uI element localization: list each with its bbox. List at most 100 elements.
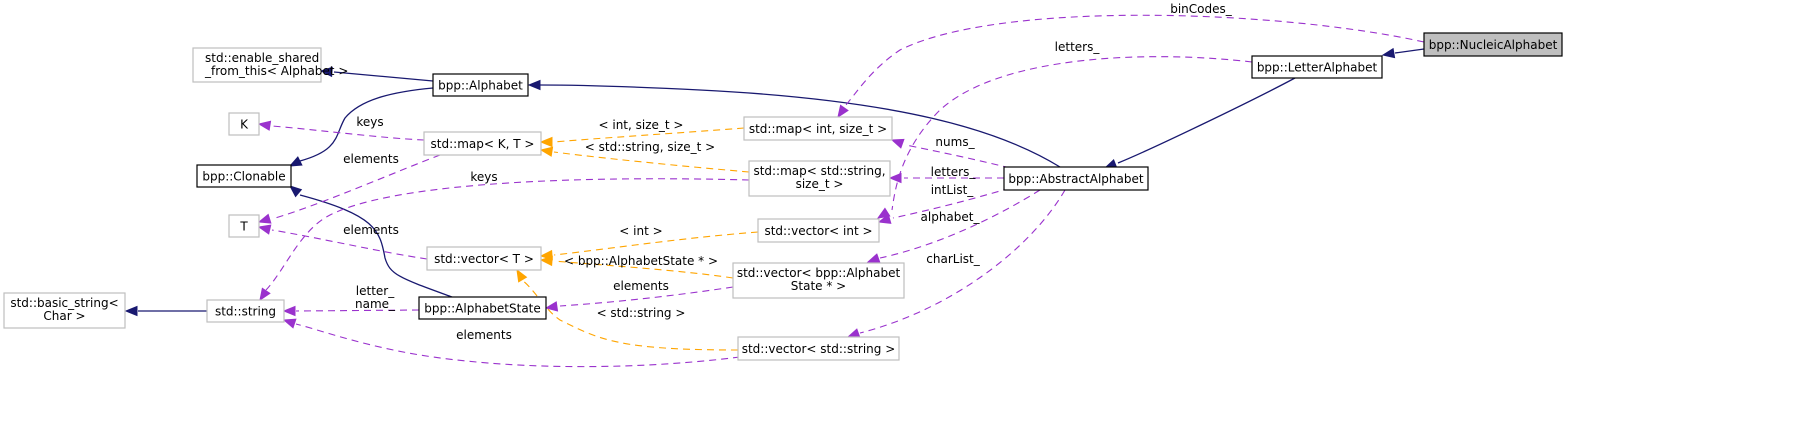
edge-abstract-to-alphabet-arrowhead xyxy=(527,79,541,91)
edge-vecstring-elements-string xyxy=(295,323,741,368)
node-alphabet-state[interactable]: bpp::AlphabetState xyxy=(418,296,547,320)
edge-mapstring-keys-string-arrowhead xyxy=(259,287,271,302)
edge-letter-to-abstract xyxy=(1117,77,1296,164)
node-clonable[interactable]: bpp::Clonable xyxy=(196,164,292,188)
node-enable-shared: std::enable_shared_from_this< Alphabet > xyxy=(192,47,348,83)
node-box xyxy=(228,112,260,136)
edge-vecstate-tpl xyxy=(553,260,734,279)
edge-label-elements-state: elements xyxy=(613,279,669,293)
node-box[interactable] xyxy=(1003,166,1149,191)
node-box[interactable] xyxy=(1423,32,1563,57)
node-vector-state: std::vector< bpp::AlphabetState * > xyxy=(732,262,905,299)
edge-label-tpl-state-ptr: < bpp::AlphabetState * > xyxy=(564,254,718,268)
node-label: std::map< int, size_t > xyxy=(749,122,887,136)
edge-state-letter-name-arrowhead xyxy=(282,305,296,317)
edge-vecint-tpl xyxy=(553,231,759,256)
edge-abstract-intList-arrowhead xyxy=(877,213,892,224)
node-alphabet[interactable]: bpp::Alphabet xyxy=(432,73,529,97)
node-label: std::map< std::string, xyxy=(753,164,885,178)
node-string: std::string xyxy=(206,299,285,323)
edge-label-keys-K: keys xyxy=(356,115,383,129)
edge-abstract-nums xyxy=(905,144,1011,169)
edge-nucleic-to-letter xyxy=(1394,48,1425,54)
node-box xyxy=(423,131,542,156)
node-label[interactable]: bpp::AbstractAlphabet xyxy=(1008,172,1143,186)
node-box xyxy=(757,218,880,243)
edge-label-letters-top: letters_ xyxy=(1055,40,1101,54)
edge-state-letter-name xyxy=(295,309,420,312)
node-box xyxy=(192,47,322,83)
edge-label-tpl-string: < std::string > xyxy=(597,306,686,320)
edge-mapint-tpl xyxy=(553,127,745,143)
node-box xyxy=(228,214,260,238)
node-label: _from_this< Alphabet > xyxy=(204,64,348,78)
edge-map-elements-T xyxy=(271,154,441,220)
node-box[interactable] xyxy=(418,296,547,320)
edge-mapstring-keys-string xyxy=(265,178,750,291)
node-label[interactable]: bpp::Alphabet xyxy=(438,79,523,93)
edge-label-intList: intList_ xyxy=(931,183,975,197)
node-label[interactable]: bpp::NucleicAlphabet xyxy=(1429,38,1558,52)
edge-abstract-alphabet xyxy=(879,189,1041,259)
edge-alphabet-to-clonable xyxy=(299,87,434,162)
node-vector-T: std::vector< T > xyxy=(426,246,542,271)
edge-alphabet-to-clonable-arrowhead xyxy=(288,156,303,167)
node-box xyxy=(737,336,900,361)
edge-string-to-basic-arrowhead xyxy=(124,305,138,317)
edge-label-tpl-string-size: < std::string, size_t > xyxy=(585,140,715,154)
node-label: K xyxy=(240,118,249,132)
edge-alphabet-to-enable-arrowhead xyxy=(319,66,333,78)
node-label: size_t > xyxy=(796,177,844,191)
edge-vector-elements-T-arrowhead xyxy=(257,224,272,235)
edge-mapstring-tpl xyxy=(553,151,750,173)
edge-label-elements-T-vec: elements xyxy=(343,223,399,237)
edge-vecstate-elements-state xyxy=(559,286,734,307)
edge-abstract-nums-arrowhead xyxy=(890,138,905,149)
node-nucleic[interactable]: bpp::NucleicAlphabet xyxy=(1423,32,1563,57)
edge-map-elements-T-arrowhead xyxy=(257,213,272,224)
node-abstract[interactable]: bpp::AbstractAlphabet xyxy=(1003,166,1149,191)
node-label: std::basic_string< xyxy=(10,296,118,310)
node-vector-string: std::vector< std::string > xyxy=(737,336,900,361)
edge-vecstate-tpl-arrowhead xyxy=(539,255,553,267)
edge-abstract-letters-arrowhead xyxy=(888,172,902,184)
edge-abstract-intList xyxy=(892,187,1011,219)
node-box xyxy=(426,246,542,271)
edge-label-binCodes: binCodes_ xyxy=(1170,2,1233,16)
node-box[interactable] xyxy=(1251,55,1383,79)
edge-label-elements-string: elements xyxy=(456,328,512,342)
edge-vector-elements-T xyxy=(271,229,428,260)
node-label: std::string xyxy=(215,305,276,319)
node-label: std::vector< T > xyxy=(434,252,534,266)
node-box xyxy=(732,262,905,299)
node-label[interactable]: bpp::Clonable xyxy=(202,170,285,184)
edge-mapint-tpl-arrowhead xyxy=(539,136,553,148)
edge-label-keys-string: keys xyxy=(470,170,497,184)
node-T: T xyxy=(228,214,260,238)
edge-nucleic-to-letter-arrowhead xyxy=(1381,47,1396,59)
node-box xyxy=(748,160,891,197)
node-map-string: std::map< std::string,size_t > xyxy=(748,160,891,197)
node-box xyxy=(743,116,893,141)
node-map-KT: std::map< K, T > xyxy=(423,131,542,156)
edge-label-elements-T-map: elements xyxy=(343,152,399,166)
node-label[interactable]: bpp::AlphabetState xyxy=(424,302,541,316)
node-label: std::vector< std::string > xyxy=(742,342,896,356)
node-label[interactable]: bpp::LetterAlphabet xyxy=(1257,61,1378,75)
edge-state-to-clonable-arrowhead xyxy=(288,185,303,198)
edge-alphabet-to-enable xyxy=(333,71,434,82)
node-K: K xyxy=(228,112,260,136)
edge-abstract-charList-arrowhead xyxy=(846,328,861,339)
node-label: State * > xyxy=(791,279,846,293)
edge-map-keys-K-arrowhead xyxy=(257,120,272,131)
edge-label-tpl-int-size: < int, size_t > xyxy=(599,118,684,132)
edge-label-nums: nums_ xyxy=(935,135,975,149)
edge-mapstring-tpl-arrowhead xyxy=(539,146,554,157)
node-box[interactable] xyxy=(196,164,292,188)
node-box[interactable] xyxy=(432,73,529,97)
edge-vecstate-elements-state-arrowhead xyxy=(544,301,559,312)
node-map-int: std::map< int, size_t > xyxy=(743,116,893,141)
node-letter[interactable]: bpp::LetterAlphabet xyxy=(1251,55,1383,79)
node-label: std::map< K, T > xyxy=(431,137,535,151)
edge-label-letter-name: letter_ xyxy=(356,284,395,298)
